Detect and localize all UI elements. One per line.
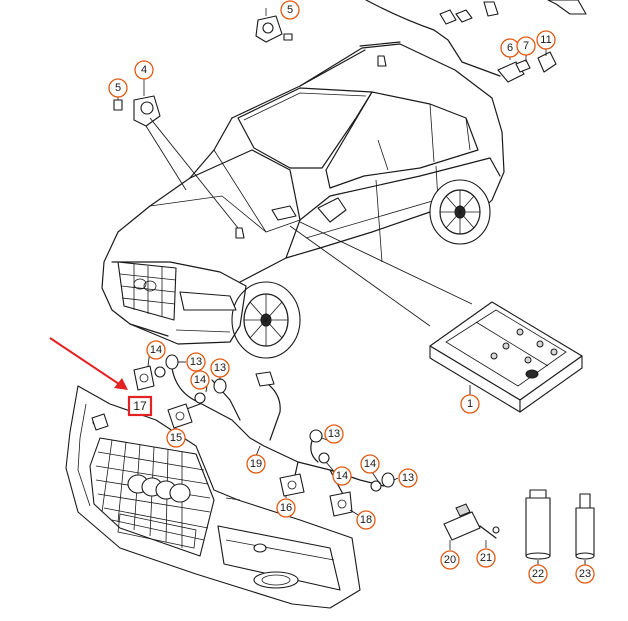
repair-parts (443, 489, 595, 566)
callout-14-b: 14 (190, 370, 210, 390)
callout-13-c-label: 13 (328, 428, 340, 440)
callout-5-top-label: 5 (287, 4, 293, 16)
highlight-box-17: 17 (127, 395, 153, 417)
callout-15: 15 (166, 428, 186, 448)
callout-4: 4 (134, 60, 154, 80)
callout-13-a: 13 (186, 352, 206, 372)
callout-13-a-label: 13 (190, 356, 202, 368)
callout-5-left-label: 5 (115, 82, 121, 94)
callout-6-label: 6 (507, 42, 513, 54)
callout-7: 7 (516, 36, 536, 56)
callout-13-c: 13 (324, 424, 344, 444)
callout-1-label: 1 (467, 398, 473, 410)
callout-19-label: 19 (250, 458, 262, 470)
callout-16: 16 (276, 498, 296, 518)
callout-22-label: 22 (532, 568, 544, 580)
callout-18-label: 18 (360, 514, 372, 526)
sensor-harness (133, 349, 399, 517)
callout-14-a: 14 (146, 340, 166, 360)
callout-19: 19 (246, 454, 266, 474)
highlight-arrow (49, 337, 128, 390)
callout-21: 21 (476, 548, 496, 568)
callout-7-label: 7 (523, 40, 529, 52)
callout-23-label: 23 (579, 568, 591, 580)
callout-14-d: 14 (360, 454, 380, 474)
callout-18: 18 (356, 510, 376, 530)
upper-parts (113, 0, 587, 327)
callout-20: 20 (440, 550, 460, 570)
callout-4-label: 4 (141, 64, 147, 76)
callout-14-c: 14 (332, 466, 352, 486)
control-unit (429, 301, 583, 413)
callout-11-label: 11 (540, 34, 551, 46)
callout-23: 23 (575, 564, 595, 584)
callout-15-label: 15 (170, 432, 182, 444)
callout-13-d-label: 13 (402, 472, 414, 484)
callout-13-b-label: 13 (214, 362, 226, 374)
callout-21-label: 21 (480, 552, 492, 564)
logo-rings (127, 474, 191, 503)
callout-16-label: 16 (280, 502, 292, 514)
callout-6: 6 (500, 38, 520, 58)
callout-14-a-label: 14 (150, 344, 162, 356)
callout-14-d-label: 14 (364, 458, 376, 470)
callout-5-left: 5 (108, 78, 128, 98)
callout-14-c-label: 14 (336, 470, 348, 482)
callout-11: 11 (536, 30, 556, 50)
highlight-17-label: 17 (133, 399, 147, 413)
vehicle-illustration (101, 41, 505, 359)
callout-14-b-label: 14 (194, 374, 206, 386)
callout-13-d: 13 (398, 468, 418, 488)
front-bumper (65, 385, 361, 609)
callout-13-b: 13 (210, 358, 230, 378)
callout-22: 22 (528, 564, 548, 584)
callout-1: 1 (460, 394, 480, 414)
callout-5-top: 5 (280, 0, 300, 20)
callout-20-label: 20 (444, 554, 456, 566)
